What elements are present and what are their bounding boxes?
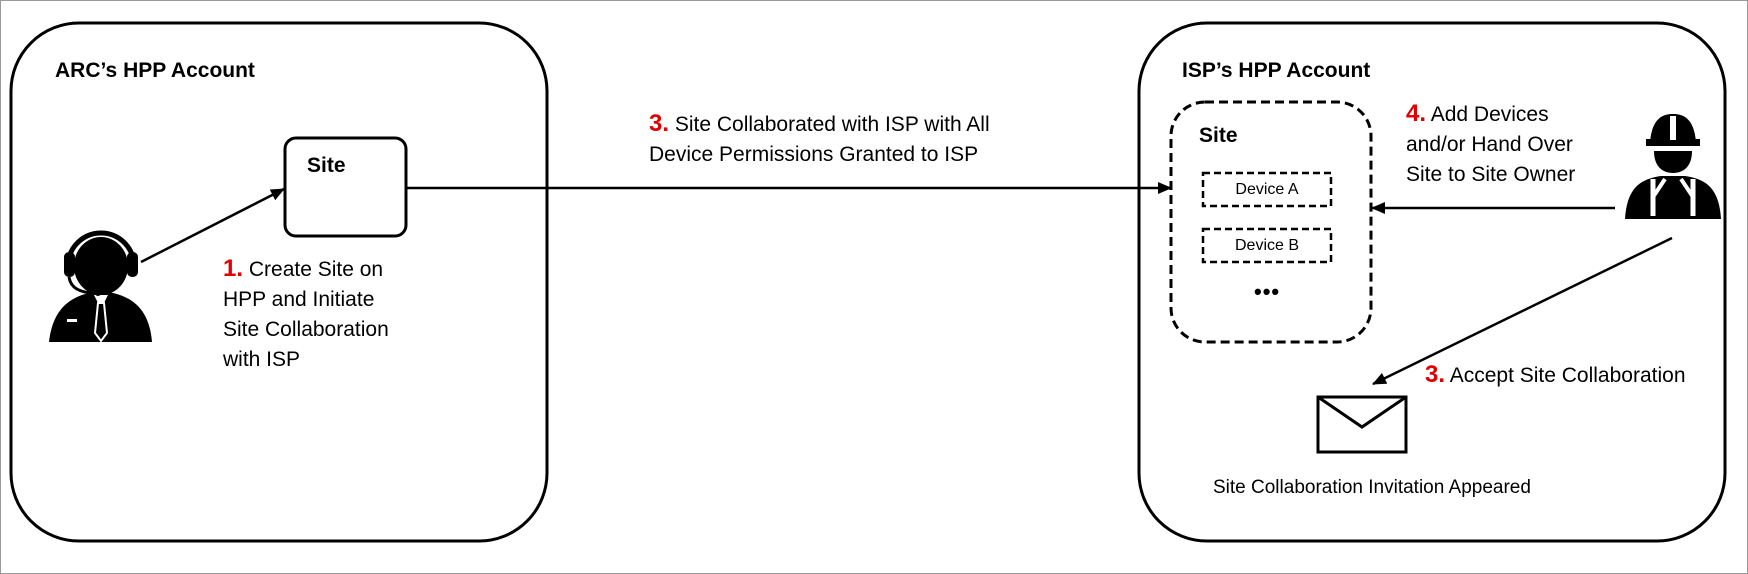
isp-account-box (1137, 21, 1727, 543)
arrow-installer-to-invitation (1372, 236, 1673, 386)
arrow-operator-to-site (140, 187, 285, 264)
step-text-line: Site Collaboration (223, 318, 389, 341)
construction-worker-icon (1625, 114, 1721, 219)
device-a-label: Device A (1235, 181, 1299, 198)
arc-account-box (9, 21, 549, 543)
step-number: 1. (223, 255, 244, 282)
step-text-line: Device Permissions Granted to ISP (649, 143, 979, 166)
step-text-line: HPP and Initiate (223, 288, 375, 311)
arc-site-box (283, 136, 408, 238)
device-a-box (1201, 171, 1333, 208)
step-number: 3. (649, 110, 670, 137)
more-devices-ellipsis: ••• (1254, 279, 1281, 304)
invitation-caption: Site Collaboration Invitation Appeared (1213, 477, 1531, 498)
step-create-site-label: 1. Create Site on HPP and Initiate Site … (223, 254, 389, 375)
step-text-line: Site Collaborated with ISP with All (674, 113, 990, 136)
isp-account-title: ISP’s HPP Account (1182, 59, 1371, 82)
arc-site-label: Site (307, 154, 346, 177)
step-text-line: Create Site on (248, 258, 384, 281)
step-number: 4. (1406, 100, 1427, 127)
device-b-label: Device B (1234, 237, 1300, 254)
call-center-operator-icon (49, 230, 152, 343)
step-text-line: with ISP (223, 348, 301, 371)
step-number: 3. (1425, 361, 1446, 388)
step-add-devices-label: 4. Add Devices and/or Hand Over Site to … (1406, 99, 1575, 190)
step-text-line: Site to Site Owner (1406, 163, 1576, 186)
step-text-line: and/or Hand Over (1406, 133, 1573, 156)
step-text-line: Accept Site Collaboration (1449, 364, 1686, 387)
step-collaborated-label: 3. Site Collaborated with ISP with All D… (649, 109, 990, 170)
device-b-box (1201, 227, 1333, 264)
step-accept-label: 3. Accept Site Collaboration (1425, 360, 1686, 391)
envelope-icon (1316, 395, 1408, 454)
step-text-line: Add Devices (1430, 103, 1549, 126)
isp-site-label: Site (1199, 124, 1238, 147)
arc-account-title: ARC’s HPP Account (55, 59, 255, 82)
isp-site-box (1169, 100, 1373, 344)
